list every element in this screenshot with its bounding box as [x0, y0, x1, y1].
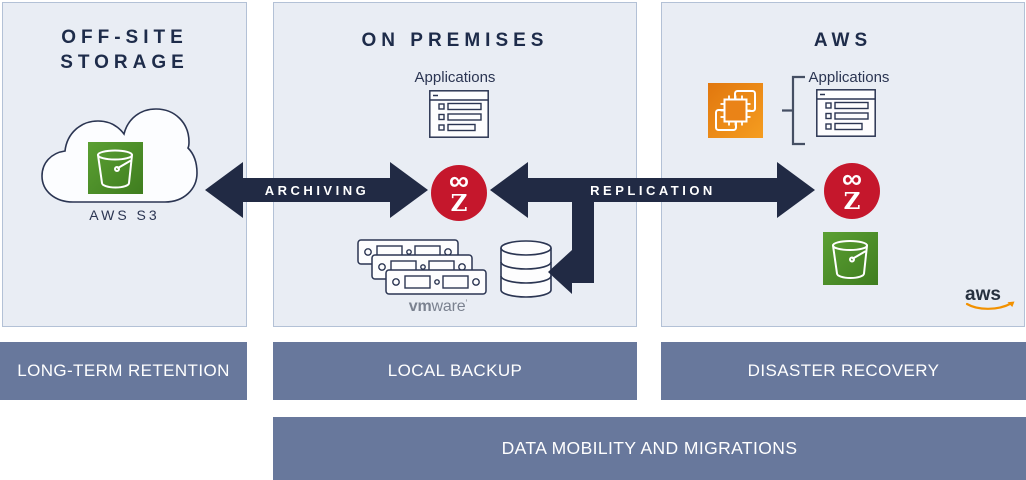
s3-bucket-icon — [88, 142, 143, 194]
banner-label: LOCAL BACKUP — [387, 361, 523, 380]
vmware-logo-bold: vm — [408, 298, 432, 315]
zerto-logo: ∞ Z — [824, 163, 880, 219]
banner-label: DATA MOBILITY AND MIGRATIONS — [501, 438, 798, 458]
applications-window-icon — [429, 90, 489, 138]
panel-on-premises: ON PREMISES Applications ∞ Z — [273, 2, 637, 327]
onprem-applications-label: Applications — [414, 69, 496, 86]
offsite-panel-title: OFF-SITE STORAGE — [60, 26, 189, 74]
archiving-arrow-label: ARCHIVING — [264, 183, 370, 198]
vmware-logo-rest: ware — [431, 298, 466, 315]
onprem-panel-title: ON PREMISES — [361, 29, 549, 51]
zerto-logo: ∞ Z — [431, 165, 487, 221]
banner-disaster-recovery: DISASTER RECOVERY — [661, 342, 1026, 400]
panel-aws: AWS Applications — [661, 2, 1025, 327]
banner-long-term-retention: LONG-TERM RETENTION — [0, 342, 247, 400]
vmware-logo-mark: ’ — [465, 298, 468, 308]
replication-arrow-label: REPLICATION — [590, 183, 716, 198]
vmware-server-stack-icon — [357, 239, 487, 295]
grouping-bracket — [782, 75, 805, 146]
database-icon — [500, 240, 552, 298]
aws-logo-text: aws — [965, 284, 1001, 305]
applications-window-icon — [816, 89, 876, 137]
ec2-icon — [708, 83, 763, 138]
zerto-z-glyph: Z — [450, 189, 468, 217]
aws-applications-label: Applications — [808, 69, 890, 86]
banner-local-backup: LOCAL BACKUP — [273, 342, 637, 400]
zerto-infinity-glyph: ∞ — [842, 163, 862, 195]
aws-panel-title: AWS — [813, 29, 873, 51]
s3-bucket-icon — [823, 232, 878, 285]
vmware-logo: vmware’ — [378, 298, 498, 316]
aws-logo: aws — [965, 284, 1015, 310]
banner-data-mobility: DATA MOBILITY AND MIGRATIONS — [273, 417, 1026, 480]
banner-label: LONG-TERM RETENTION — [17, 361, 230, 380]
s3-label: AWS S3 — [89, 207, 160, 223]
zerto-z-glyph: Z — [843, 187, 861, 215]
banner-label: DISASTER RECOVERY — [747, 361, 940, 380]
panel-offsite-storage: OFF-SITE STORAGE AWS S3 — [2, 2, 247, 327]
zerto-infinity-glyph: ∞ — [449, 165, 469, 197]
